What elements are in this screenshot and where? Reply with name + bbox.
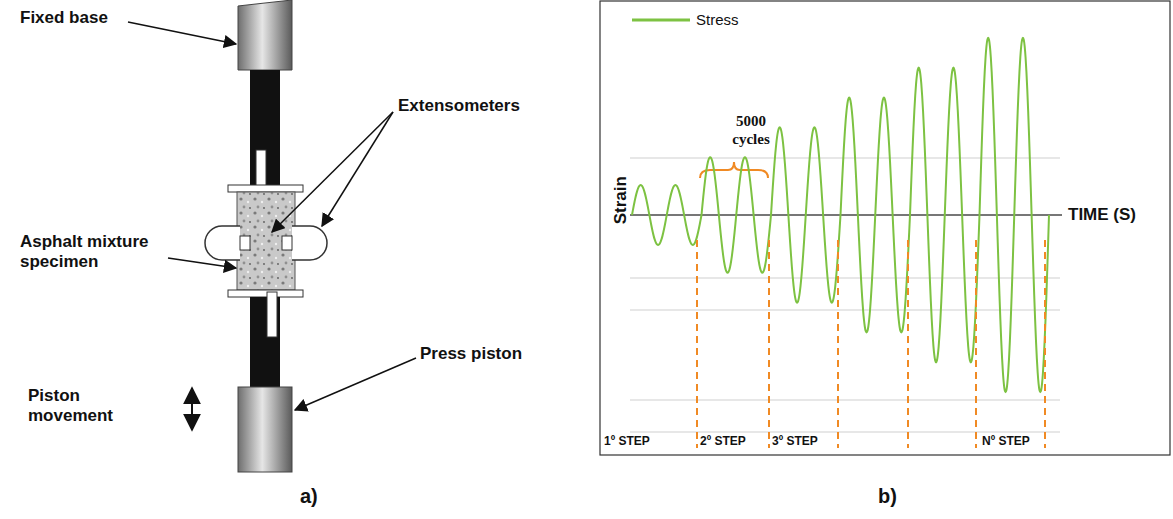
- step-divider: [907, 240, 909, 448]
- extensometer-pin: [282, 236, 292, 250]
- bottom-plate: [228, 290, 303, 297]
- legend-label: Stress: [696, 11, 739, 29]
- leader-line: [128, 22, 236, 44]
- leader-line: [322, 112, 393, 226]
- extensometer-right: [292, 226, 327, 260]
- step-divider: [1044, 240, 1046, 448]
- cycles-bracket: [700, 162, 768, 178]
- step-label: 3º STEP: [772, 434, 818, 448]
- asphalt-specimen: [237, 192, 295, 290]
- fixed-base: [238, 0, 292, 70]
- step-label: 1º STEP: [604, 434, 650, 448]
- axis-title: Strain: [611, 176, 631, 224]
- step-divider: [768, 240, 770, 448]
- step-label: Nº STEP: [982, 434, 1030, 448]
- movement-arrow: [191, 388, 193, 430]
- part-label: Piston movement: [28, 386, 128, 427]
- leader-line: [295, 358, 416, 410]
- panel-letter: a): [300, 484, 318, 508]
- axis-title: TIME (S): [1068, 205, 1136, 225]
- leader-line: [272, 112, 393, 232]
- extensometer-left: [205, 226, 240, 260]
- extensometer-pin: [240, 236, 250, 250]
- stress-curve: [632, 38, 1049, 393]
- stress-curve-group: [632, 38, 1049, 448]
- cycles-annotation: 5000 cycles: [722, 112, 780, 148]
- extensometer-bar: [267, 292, 277, 337]
- part-label: Extensometers: [398, 96, 520, 116]
- press-piston: [238, 387, 292, 472]
- chart-frame: [600, 1, 1170, 455]
- leader-line: [168, 258, 236, 268]
- panel-letter: b): [878, 484, 897, 508]
- step-divider: [975, 240, 977, 448]
- legend-line-sample: [632, 19, 690, 22]
- top-plate: [228, 185, 303, 192]
- part-label: Press piston: [420, 344, 522, 364]
- step-divider: [696, 240, 698, 448]
- step-label: 2º STEP: [700, 434, 746, 448]
- part-label: Fixed base: [20, 8, 108, 28]
- step-divider: [837, 240, 839, 448]
- part-label: Asphalt mixture specimen: [20, 232, 165, 273]
